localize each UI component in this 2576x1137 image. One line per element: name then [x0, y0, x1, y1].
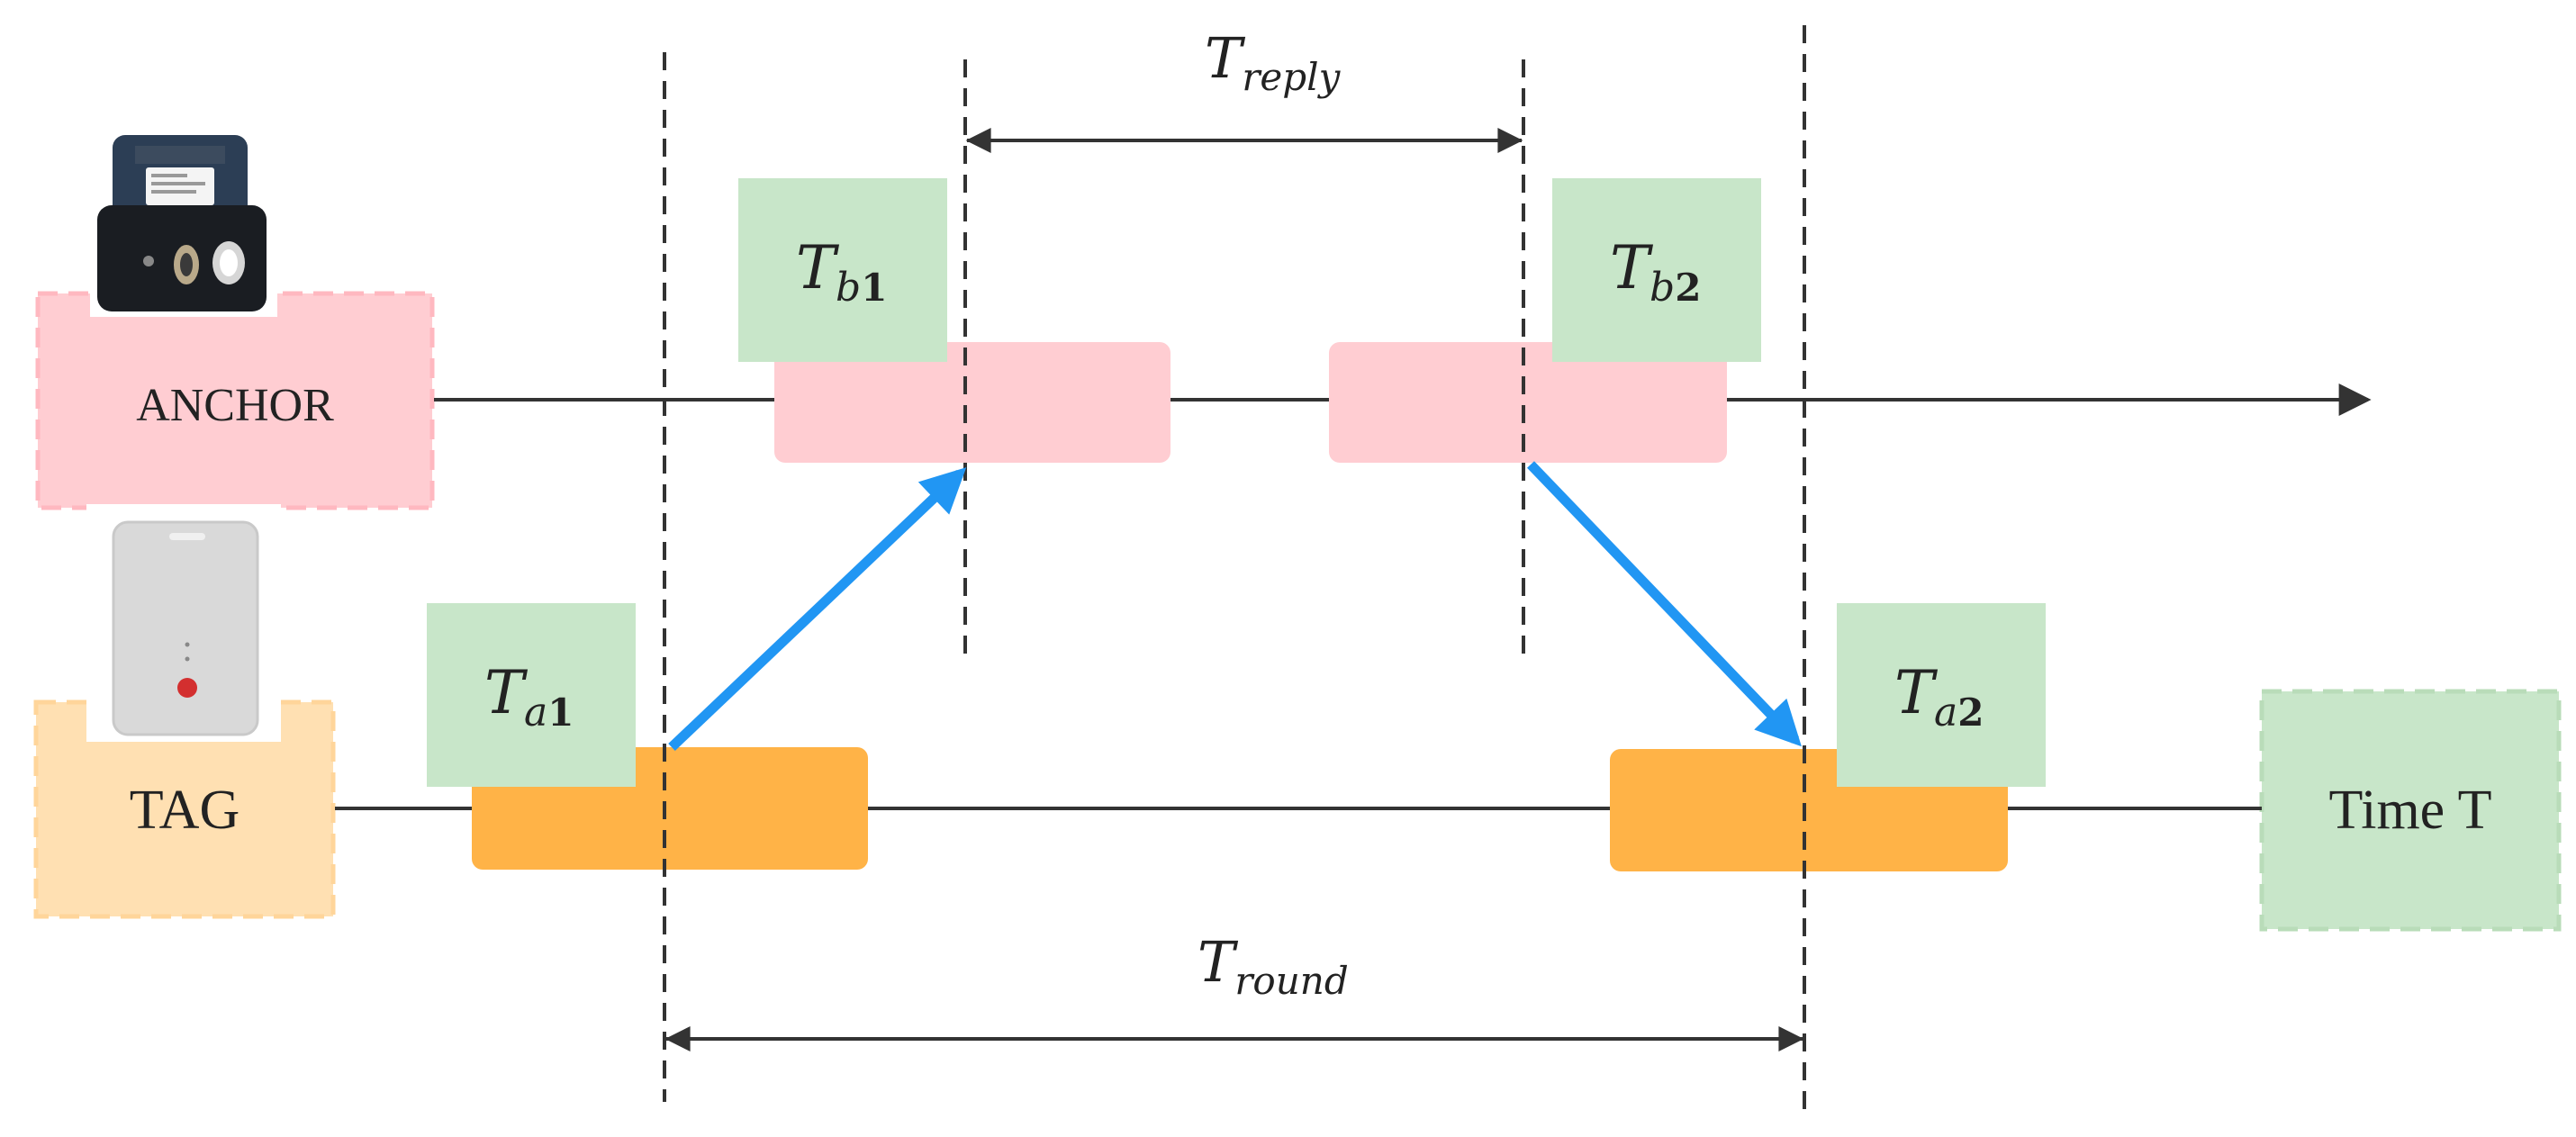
- anchor-receive-block: [774, 342, 1170, 463]
- timestamp-ta1: Ta1: [427, 603, 636, 787]
- poll-message-arrow: [668, 467, 967, 751]
- svg-text:Tround: Tround: [1198, 929, 1349, 1003]
- t-round-interval: Tround: [664, 929, 1804, 1051]
- tag-label: TAG: [130, 780, 240, 841]
- uwb-anchor-device-icon: [90, 83, 277, 317]
- timestamp-ta2: Ta2: [1837, 603, 2046, 787]
- svg-text:Tb2: Tb2: [1610, 233, 1701, 311]
- anchor-lane-label: ANCHOR: [35, 291, 435, 510]
- time-label: Time T: [2329, 780, 2492, 841]
- anchor-reply-block: [1329, 342, 1727, 463]
- uwb-tag-card-icon: [86, 504, 281, 742]
- response-message-arrow: [1527, 461, 1802, 747]
- svg-text:Tb1: Tb1: [796, 233, 887, 311]
- anchor-label: ANCHOR: [136, 380, 334, 431]
- svg-text:Treply: Treply: [1205, 25, 1342, 99]
- time-axis-label: Time T: [2259, 689, 2562, 932]
- svg-text:Ta1: Ta1: [484, 658, 574, 735]
- timestamp-tb2: Tb2: [1552, 178, 1761, 362]
- timestamp-tb1: Tb1: [738, 178, 947, 362]
- t-reply-interval: Treply: [965, 25, 1523, 153]
- svg-text:Ta2: Ta2: [1894, 658, 1984, 735]
